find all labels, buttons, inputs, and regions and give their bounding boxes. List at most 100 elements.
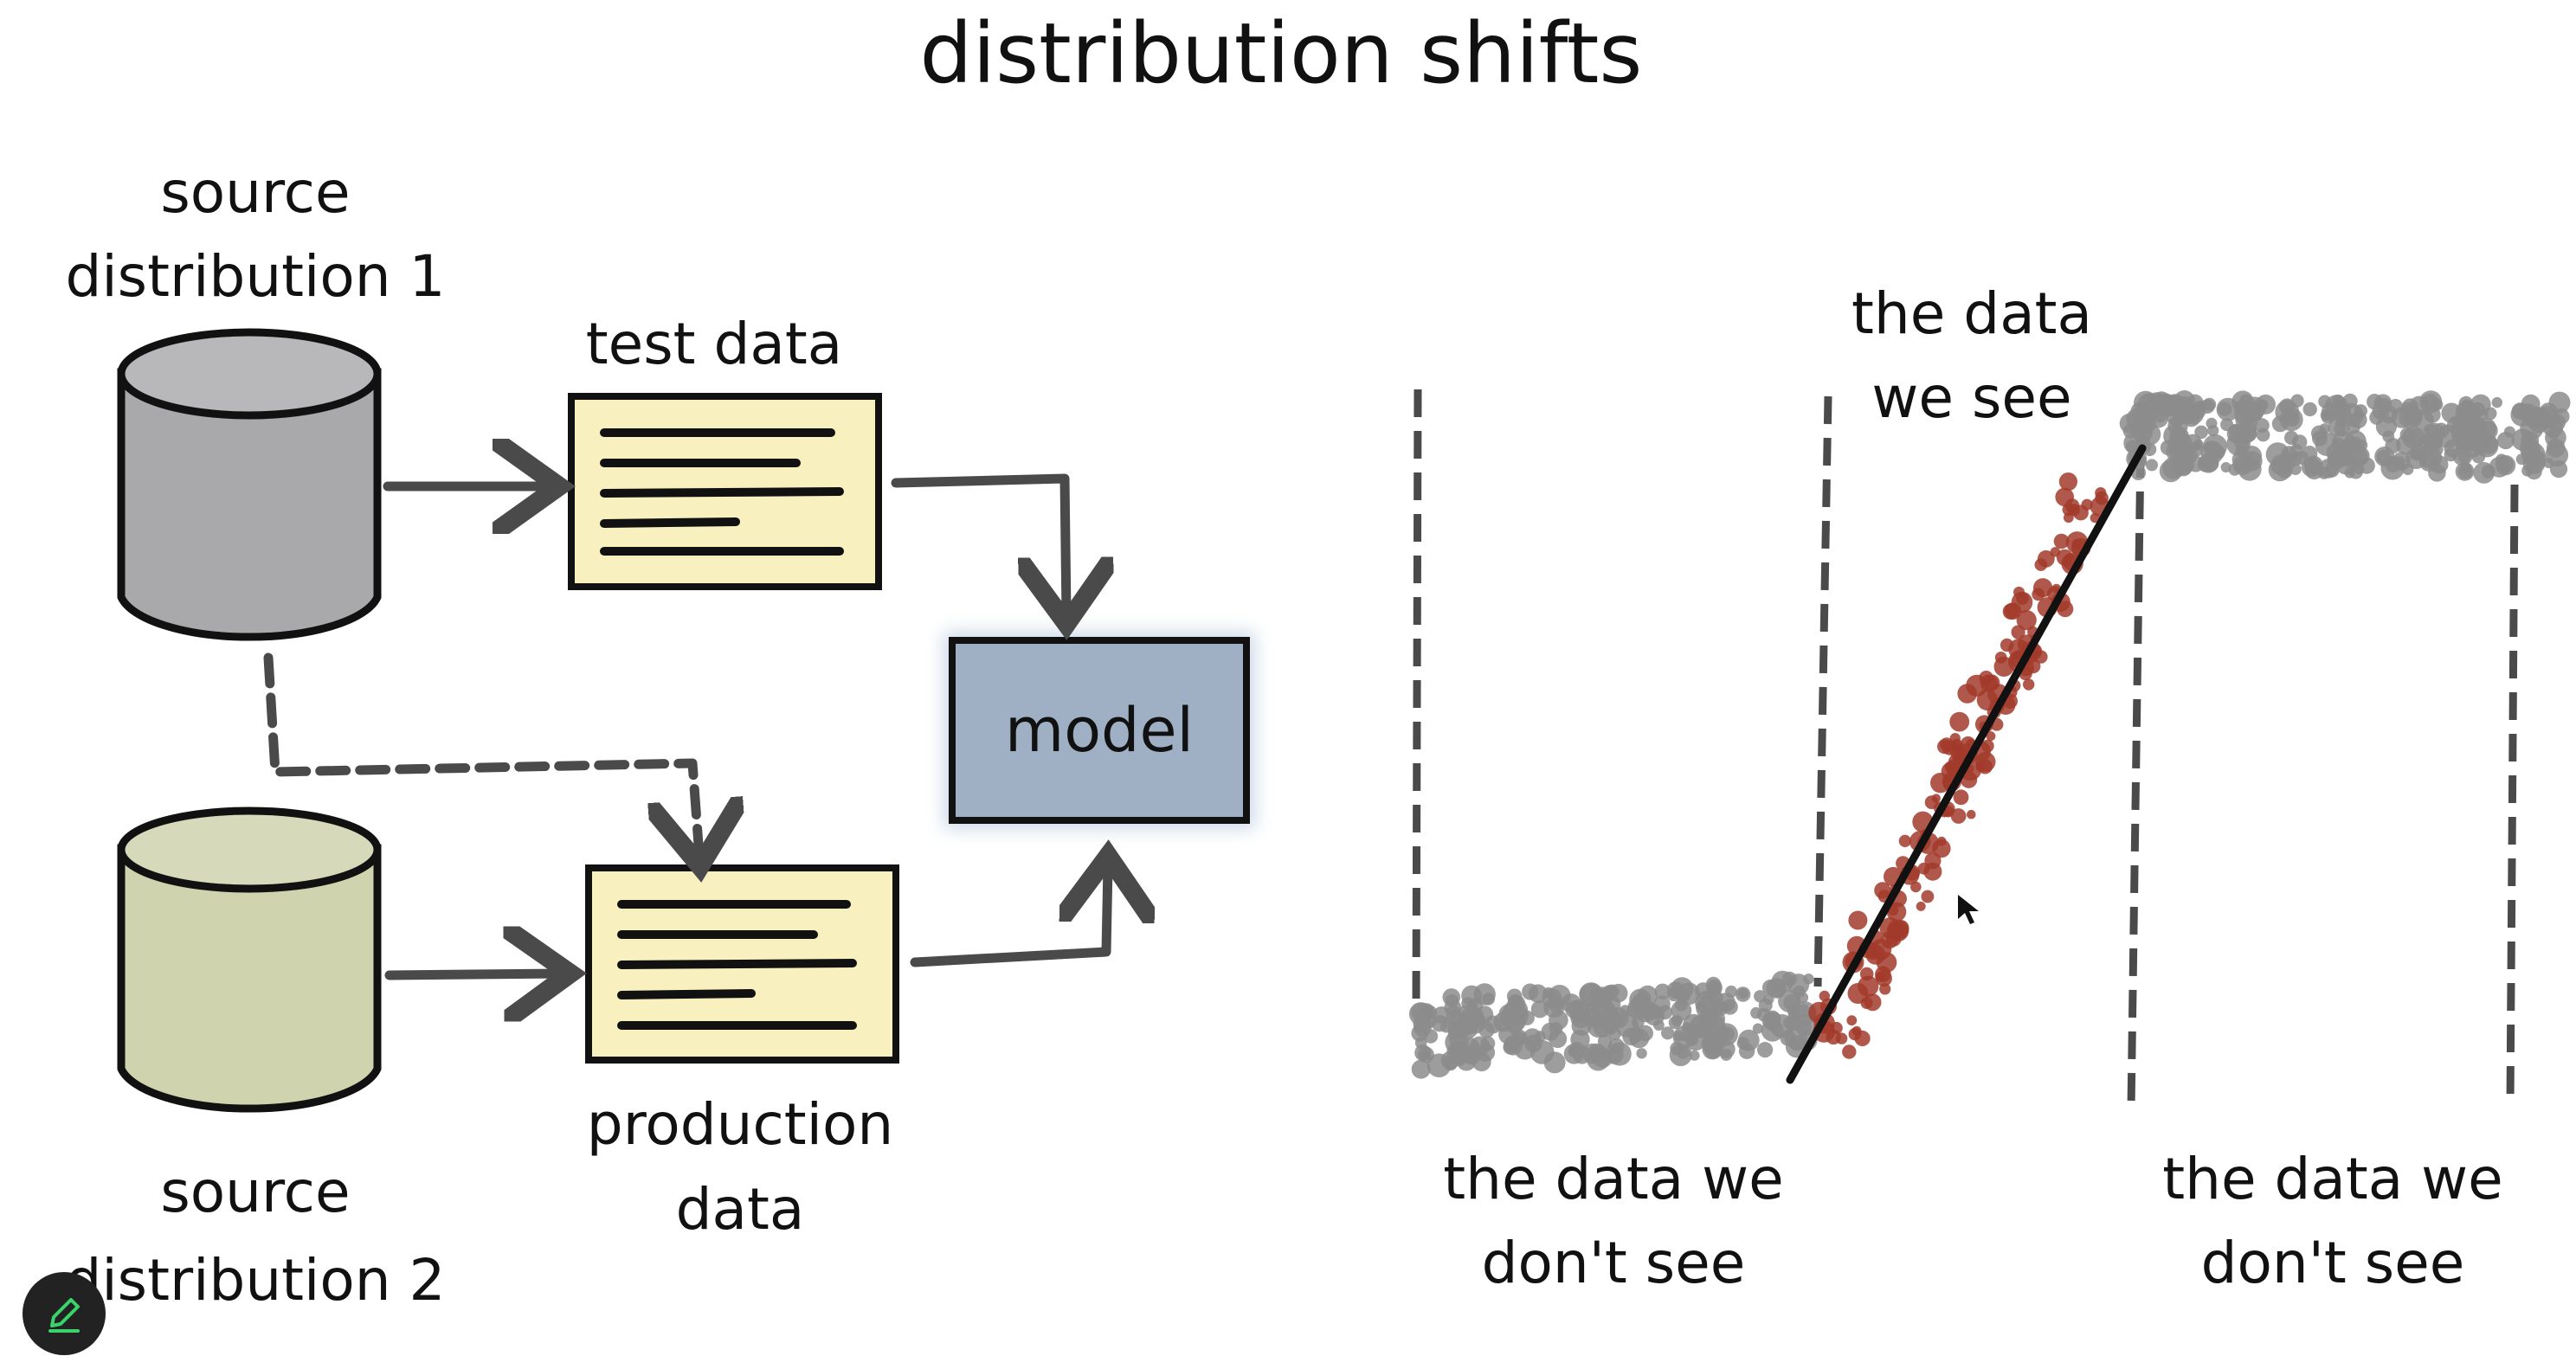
unseen-point bbox=[1671, 977, 1694, 1000]
seen-point bbox=[1858, 975, 1879, 997]
unseen-point bbox=[1661, 1026, 1675, 1040]
unseen-point bbox=[1752, 1023, 1763, 1034]
unseen-point bbox=[2433, 422, 2450, 439]
unseen-point bbox=[1637, 1025, 1653, 1042]
unseen-left-label-line2: don't see bbox=[1482, 1230, 1746, 1296]
seen-point bbox=[2056, 549, 2073, 566]
seen-point bbox=[1941, 762, 1960, 781]
unseen-point bbox=[1568, 1042, 1585, 1058]
seen-point bbox=[1923, 862, 1942, 881]
unseen-point bbox=[2198, 453, 2219, 473]
edit-button[interactable] bbox=[23, 1272, 106, 1355]
seen-point bbox=[2062, 503, 2076, 517]
unseen-point bbox=[2369, 409, 2385, 425]
unseen-point bbox=[2315, 433, 2339, 456]
seen-point bbox=[1932, 839, 1951, 858]
unseen-point bbox=[2186, 394, 2204, 412]
seen-point bbox=[2023, 678, 2035, 691]
unseen-point bbox=[1668, 1016, 1682, 1030]
unseen-point bbox=[2125, 440, 2140, 454]
unseen-point bbox=[1689, 1050, 1700, 1061]
unseen-points-left bbox=[1408, 970, 1818, 1079]
unseen-point bbox=[2220, 462, 2231, 472]
unseen-point bbox=[1508, 994, 1526, 1012]
unseen-point bbox=[2199, 399, 2215, 414]
unseen-point bbox=[1653, 995, 1671, 1012]
unseen-point bbox=[2519, 438, 2541, 459]
unseen-point bbox=[2318, 395, 2332, 408]
seen-point bbox=[1960, 771, 1978, 788]
unseen-point bbox=[1629, 988, 1652, 1012]
seen-point bbox=[1898, 834, 1911, 848]
unseen-point bbox=[1549, 1022, 1563, 1036]
unseen-point bbox=[1530, 1000, 1549, 1019]
unseen-point bbox=[2473, 462, 2496, 484]
seen-point bbox=[1976, 689, 1999, 711]
unseen-point bbox=[1465, 1006, 1484, 1026]
unseen-point bbox=[2457, 464, 2473, 479]
boundary-left-unseen bbox=[1412, 389, 1422, 1013]
unseen-point bbox=[2354, 404, 2367, 418]
unseen-point bbox=[1593, 1018, 1613, 1038]
seen-point bbox=[1986, 731, 1996, 742]
unseen-point bbox=[1672, 1025, 1697, 1049]
seen-point bbox=[1846, 1015, 1858, 1026]
unseen-point bbox=[2431, 398, 2444, 411]
unseen-point bbox=[2496, 432, 2515, 450]
seen-point bbox=[2025, 659, 2041, 674]
unseen-point bbox=[1622, 1027, 1640, 1046]
unseen-point bbox=[1636, 1048, 1647, 1059]
seen-point bbox=[2011, 625, 2025, 639]
arrow-test-to-model bbox=[891, 473, 1066, 614]
seen-point bbox=[1835, 1032, 1848, 1044]
unseen-point bbox=[2461, 435, 2483, 458]
unseen-point bbox=[2159, 459, 2182, 483]
unseen-point bbox=[2491, 396, 2502, 408]
unseen-right-label-line2: don't see bbox=[2201, 1230, 2465, 1296]
production-data-document-icon bbox=[585, 864, 899, 1064]
unseen-point bbox=[2380, 456, 2405, 480]
unseen-point bbox=[2289, 444, 2303, 457]
seen-point bbox=[1852, 1025, 1862, 1036]
unseen-right-label-line1: the data we bbox=[2162, 1146, 2503, 1212]
seen-point bbox=[1921, 890, 1935, 903]
unseen-point bbox=[1601, 986, 1614, 999]
unseen-point bbox=[1769, 1014, 1794, 1038]
seen-point bbox=[1875, 972, 1885, 982]
unseen-point bbox=[1414, 1037, 1427, 1049]
unseen-point bbox=[1607, 1042, 1632, 1066]
unseen-point bbox=[1789, 1037, 1804, 1051]
unseen-point bbox=[2194, 425, 2208, 440]
model-box: model bbox=[943, 632, 1255, 829]
unseen-point bbox=[2289, 463, 2302, 475]
unseen-point bbox=[1565, 999, 1584, 1019]
seen-point bbox=[1950, 808, 1967, 824]
unseen-point bbox=[1725, 985, 1737, 998]
unseen-point bbox=[2548, 391, 2571, 414]
unseen-point bbox=[2399, 427, 2416, 443]
unseen-point bbox=[1414, 1019, 1432, 1038]
test-data-document-icon bbox=[568, 393, 882, 590]
unseen-point bbox=[2137, 434, 2150, 447]
unseen-point bbox=[1793, 985, 1806, 998]
seen-point bbox=[1886, 902, 1907, 922]
unseen-point bbox=[2256, 427, 2270, 442]
unseen-point bbox=[1766, 978, 1787, 999]
unseen-point bbox=[2207, 425, 2219, 437]
unseen-point bbox=[2242, 451, 2263, 472]
fit-line bbox=[1786, 444, 2147, 1084]
unseen-point bbox=[2521, 394, 2541, 414]
seen-point bbox=[2013, 586, 2025, 598]
seen-label-line2: we see bbox=[1871, 364, 2071, 431]
unseen-point bbox=[1461, 997, 1474, 1011]
unseen-point bbox=[2478, 421, 2498, 440]
source2-label-line1: source bbox=[160, 1159, 350, 1225]
unseen-point bbox=[1523, 1028, 1542, 1046]
unseen-point bbox=[2220, 418, 2234, 432]
unseen-point bbox=[1710, 1000, 1724, 1016]
unseen-point bbox=[1433, 1006, 1451, 1024]
unseen-point bbox=[1737, 1029, 1760, 1051]
boundary-seen-right bbox=[2127, 449, 2145, 1110]
unseen-point bbox=[1711, 1012, 1725, 1026]
